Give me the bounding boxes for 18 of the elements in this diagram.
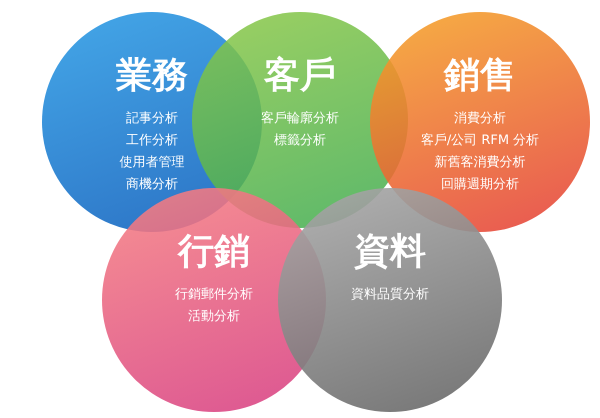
circle-title: 業務 — [116, 54, 188, 98]
circle-title: 資料 — [354, 230, 426, 274]
item-text: 新舊客消費分析 — [434, 154, 526, 172]
item-text: 活動分析 — [188, 308, 240, 326]
item-text: 使用者管理 — [120, 154, 184, 172]
item-text: 消費分析 — [454, 110, 506, 128]
item-text: 標籤分析 — [274, 132, 326, 150]
item-text: 行銷郵件分析 — [175, 286, 253, 304]
item-text: 商機分析 — [126, 176, 178, 194]
item-text: 回購週期分析 — [441, 176, 519, 194]
circle-title: 行銷 — [178, 230, 250, 274]
item-text: 工作分析 — [126, 132, 178, 150]
circle-title: 銷售 — [444, 54, 516, 98]
item-text: 客戶輪廓分析 — [261, 110, 339, 128]
item-text: 客戶/公司 RFM 分析 — [420, 132, 540, 150]
circle-title: 客戶 — [264, 54, 336, 98]
item-text: 資料品質分析 — [351, 286, 429, 304]
item-text: 記事分析 — [126, 110, 178, 128]
